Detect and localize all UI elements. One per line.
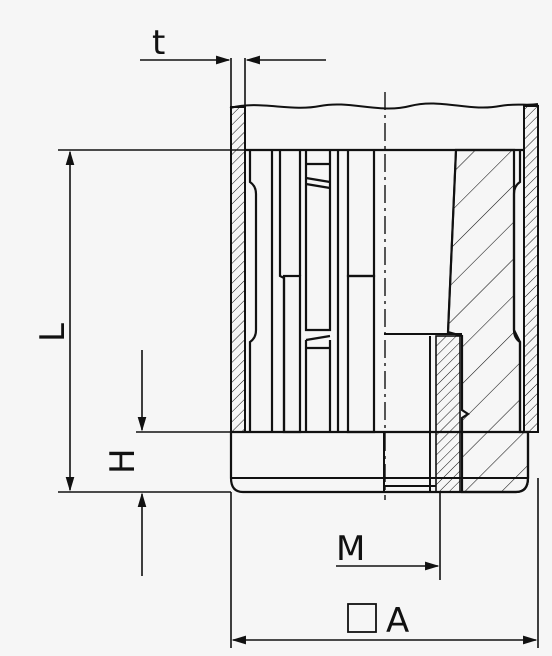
insert-body [229,148,530,494]
dimension-A [230,478,539,648]
dimension-L [58,149,245,493]
bottom-flange [229,430,530,494]
break-line [229,102,539,110]
dimension-M [336,492,441,580]
tube-wall-left [230,106,246,433]
label-t: t [152,23,165,63]
dimension-H [136,350,231,576]
label-M: M [336,529,365,569]
label-L: L [33,323,73,342]
thread-strip [435,335,461,493]
tube-walls [229,102,539,433]
label-A: A [386,601,409,641]
tube-wall-right [523,105,539,433]
square-symbol [347,603,377,633]
dimension-t [140,55,326,108]
label-H: H [103,448,143,474]
